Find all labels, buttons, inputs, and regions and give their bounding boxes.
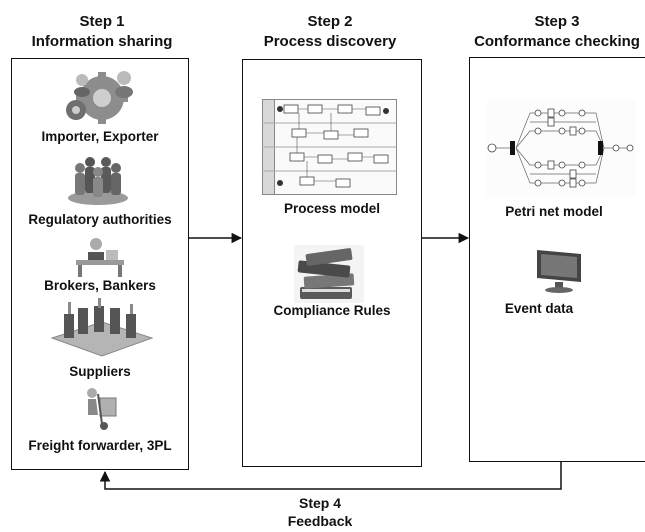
- step4-number: Step 4: [298, 495, 341, 511]
- factory-icon: [50, 298, 154, 357]
- compliance-rules-label: Compliance Rules: [273, 303, 391, 318]
- freight-forwarder-label: Freight forwarder, 3PL: [28, 438, 172, 453]
- step1-title: Information sharing: [31, 33, 173, 50]
- brokers-bankers-label: Brokers, Bankers: [44, 278, 156, 293]
- step1-header: Step 1 Information sharing: [12, 12, 192, 52]
- suppliers-label: Suppliers: [69, 364, 131, 379]
- event-data-label: Event data: [504, 301, 574, 316]
- step1-number: Step 1: [79, 13, 125, 30]
- importer-exporter-label: Importer, Exporter: [41, 129, 159, 144]
- feedback-arrow: [99, 462, 562, 490]
- computer-monitor-icon: [537, 250, 581, 293]
- desk-worker-icon: [76, 238, 124, 277]
- gears-people-icon: [66, 71, 133, 124]
- step2-title: Process discovery: [263, 33, 397, 50]
- process-model-label: Process model: [283, 201, 381, 216]
- people-group-icon: [68, 157, 128, 205]
- step2-number: Step 2: [307, 13, 353, 30]
- petri-net-model-label: Petri net model: [505, 204, 603, 219]
- step2-header: Step 2 Process discovery: [240, 12, 420, 52]
- hand-truck-icon: [87, 388, 117, 430]
- step3-number: Step 3: [534, 13, 580, 30]
- petri-net-icon: [486, 101, 636, 196]
- bpmn-diagram-icon: [262, 99, 397, 195]
- regulatory-authorities-label: Regulatory authorities: [28, 212, 172, 227]
- step4-title: Feedback: [287, 513, 353, 529]
- books-icon: [294, 245, 364, 303]
- step4-label: Step 4 Feedback: [230, 494, 410, 530]
- step3-header: Step 3 Conformance checking: [462, 12, 645, 52]
- step3-title: Conformance checking: [474, 33, 640, 50]
